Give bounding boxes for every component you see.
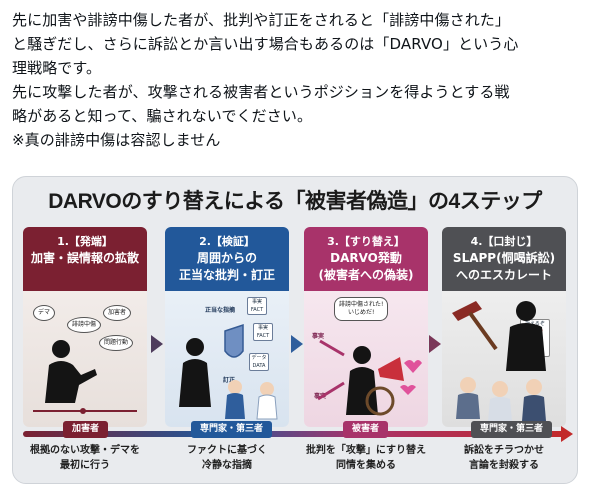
step-2-caption-line-2: 冷静な指摘	[202, 460, 252, 471]
role-tag-victim: 被害者	[343, 421, 389, 438]
doc-fact-1: 事実 FACT	[247, 297, 267, 315]
post-line-6: ※真の誹謗中傷は容認しません	[12, 131, 221, 149]
timeline-bar	[23, 431, 565, 437]
post-line-1: 先に加害や誹謗中傷した者が、批判や訂正をされると「誹謗中傷された」	[12, 11, 511, 29]
arrow-right-icon	[291, 335, 303, 353]
step-3-caption-line-2: 同情を集める	[336, 460, 396, 471]
step-4-number: 4.【口封じ】	[470, 235, 538, 248]
step-4-header: 4.【口封じ】 SLAPP(恫喝訴訟) へのエスカレート	[442, 227, 566, 291]
step-1-caption-line-1: 根拠のない攻撃・デマを	[30, 445, 140, 456]
step-panel-2: 2.【検証】 周囲からの 正当な批判・訂正 正当な指摘 訂正 事実 FACT 事…	[165, 227, 289, 427]
role-tag-perpetrator: 加害者	[63, 421, 109, 438]
doc-fact-2: 事実 FACT	[253, 323, 273, 341]
step-2-header: 2.【検証】 周囲からの 正当な批判・訂正	[165, 227, 289, 291]
doc-data: データ DATA	[249, 353, 269, 371]
post-line-2: と騒ぎだし、さらに訴訟とか言い出す場合もあるのは「DARVO」という心	[12, 35, 519, 53]
timeline-arrow-icon	[561, 426, 573, 442]
post-text: 先に加害や誹謗中傷した者が、批判や訂正をされると「誹謗中傷された」 と騒ぎだし、…	[12, 8, 580, 152]
step-1-number: 1.【発端】	[57, 235, 113, 248]
step-4-caption-line-2: 言論を封殺する	[469, 460, 539, 471]
arrow-right-icon	[429, 335, 441, 353]
step-3-caption: 批判を「攻撃」にすり替え 同情を集める	[301, 443, 431, 473]
step-4-scene: 訴えるぞ SLAPP	[442, 291, 566, 427]
slapp-scene-icon	[452, 301, 546, 421]
step-panel-3: 3.【すり替え】 DARVO発動 (被害者への偽装) 誹謗中傷された! いじめだ…	[304, 227, 428, 427]
step-2-scene: 正当な指摘 訂正 事実 FACT 事実 FACT データ DATA	[165, 291, 289, 427]
bubble-problem: 問題行動	[99, 335, 134, 351]
step-1-title: 加害・誤情報の拡散	[30, 251, 139, 265]
label-valid-point: 正当な指摘	[205, 307, 236, 314]
step-panel-1: 1.【発端】 加害・誤情報の拡散 デマ 誹謗中傷 加害者 問題行動	[23, 227, 147, 427]
perpetrator-silhouette-icon	[33, 340, 137, 414]
step-2-number: 2.【検証】	[199, 235, 255, 248]
step-1-caption-line-2: 最初に行う	[60, 460, 110, 471]
step-4-caption: 訴訟をチラつかせ 言論を封殺する	[439, 443, 569, 473]
step-2-title-2: 正当な批判・訂正	[178, 268, 275, 282]
post-line-4: 先に攻撃した者が、攻撃される被害者というポジションを得ようとする戦	[12, 83, 510, 101]
role-tag-experts: 専門家・第三者	[191, 421, 273, 438]
step-3-title-2: (被害者への偽装)	[318, 268, 414, 282]
label-fact-1: 事実	[312, 333, 325, 340]
step-4-caption-line-1: 訴訟をチラつかせ	[464, 445, 544, 456]
step-1-caption: 根拠のない攻撃・デマを 最初に行う	[20, 443, 150, 473]
speech-line-2: いじめだ!	[348, 309, 375, 316]
step-2-title-1: 周囲からの	[196, 251, 257, 265]
step-2-caption: ファクトに基づく 冷静な指摘	[162, 443, 292, 473]
speech-bubble: 誹謗中傷された! いじめだ!	[334, 297, 389, 321]
arrow-right-icon	[151, 335, 163, 353]
role-tag-experts-2: 専門家・第三者	[471, 421, 553, 438]
step-3-number: 3.【すり替え】	[327, 235, 405, 248]
step-1-header: 1.【発端】 加害・誤情報の拡散	[23, 227, 147, 291]
bubble-perpetrator: 加害者	[103, 305, 132, 321]
lawsuit-line-1: 訴えるぞ	[525, 321, 545, 327]
infographic-title: DARVOのすり替えによる「被害者偽造」の4ステップ	[48, 190, 542, 213]
step-4-title-2: へのエスカレート	[455, 268, 552, 282]
step-2-caption-line-1: ファクトに基づく	[187, 445, 267, 456]
step-4-title-1: SLAPP(恫喝訴訟)	[452, 251, 556, 265]
bubble-dema: デマ	[33, 305, 56, 321]
step-3-caption-line-1: 批判を「攻撃」にすり替え	[305, 445, 427, 456]
label-correction: 訂正	[223, 377, 236, 384]
darvo-actor-icon	[317, 339, 422, 416]
bubble-slander: 誹謗中傷	[67, 317, 102, 333]
step-panel-4: 4.【口封じ】 SLAPP(恫喝訴訟) へのエスカレート 訴えるぞ SLAPP	[442, 227, 566, 427]
experts-illustration-icon	[179, 323, 278, 420]
step-1-scene: デマ 誹謗中傷 加害者 問題行動	[23, 291, 147, 427]
step-3-title-1: DARVO発動	[330, 251, 402, 265]
post-line-3: 理戦略です。	[12, 59, 102, 77]
step-3-header: 3.【すり替え】 DARVO発動 (被害者への偽装)	[304, 227, 428, 291]
speech-line-1: 誹謗中傷された!	[339, 301, 384, 308]
step-3-scene: 誹謗中傷された! いじめだ! 事実 事実	[304, 291, 428, 427]
post-line-5: 略があると知って、騙されないでください。	[12, 107, 313, 125]
attached-image[interactable]: DARVOのすり替えによる「被害者偽造」の4ステップ 1.【発端】 加害・誤情報…	[12, 176, 578, 484]
